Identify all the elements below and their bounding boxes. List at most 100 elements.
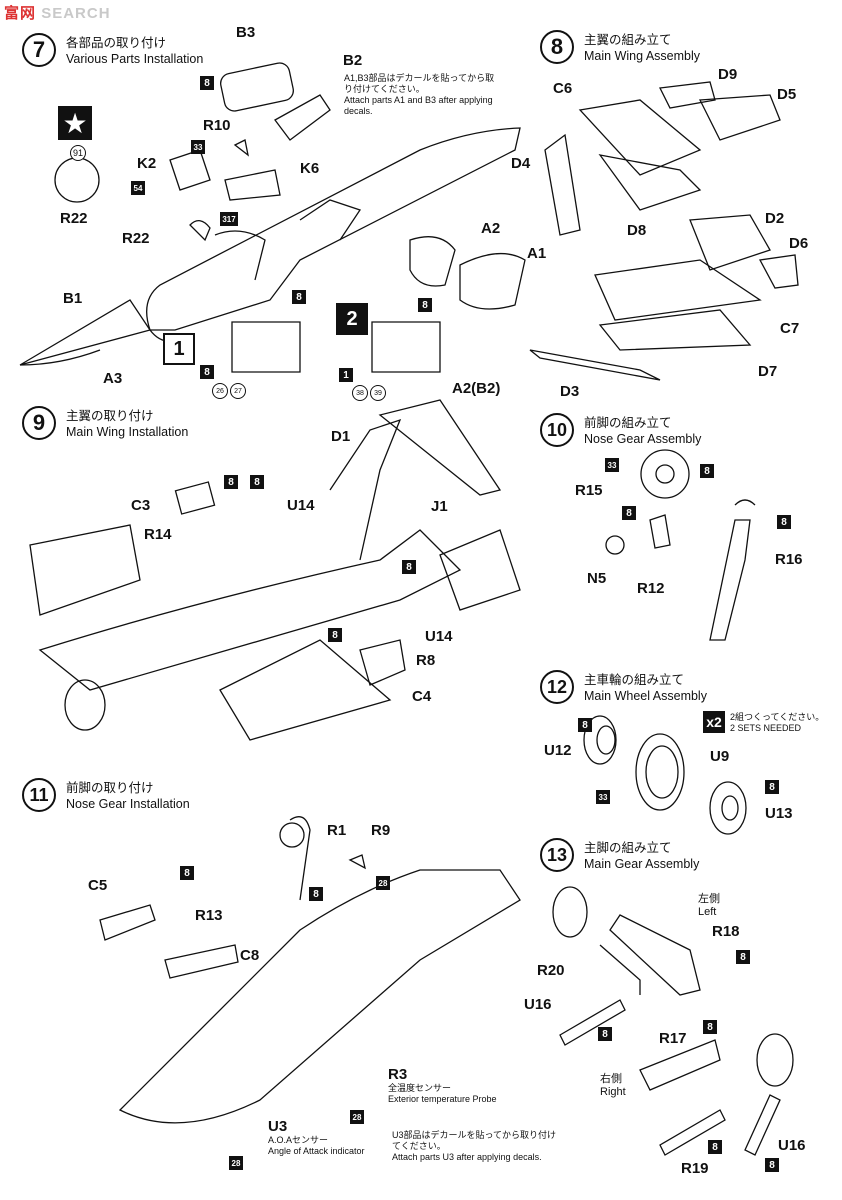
paint-code: 33	[605, 458, 619, 472]
part-label: C7	[780, 320, 800, 337]
part-label: A2(B2)	[452, 380, 501, 397]
part-label: U12	[544, 742, 572, 759]
part-label: A3	[103, 370, 123, 387]
paint-code: 8	[700, 464, 714, 478]
paint-code: 8	[777, 515, 791, 529]
paint-code: 8	[292, 290, 306, 304]
part-label: C4	[412, 688, 432, 705]
part-label: R3	[388, 1066, 408, 1083]
part-label: A2	[481, 220, 501, 237]
part-label: J1	[431, 498, 448, 515]
part-label: R12	[637, 580, 665, 597]
paint-code: 8	[765, 780, 779, 794]
part-label: R8	[416, 652, 436, 669]
paint-code: 8	[250, 475, 264, 489]
paint-code-circle: 91	[70, 145, 86, 161]
part-label: R22	[122, 230, 150, 247]
step-number: 12	[540, 670, 574, 704]
note-sets: 2組つくってください。2 SETS NEEDED	[730, 712, 825, 733]
step-number: 8	[540, 30, 574, 64]
part-label: D9	[718, 66, 738, 83]
paint-code: 1	[339, 368, 353, 382]
paint-code: 8	[598, 1027, 612, 1041]
part-label: B1	[63, 290, 83, 307]
watermark: 富网 SEARCH	[4, 5, 111, 22]
paint-code: 8	[708, 1140, 722, 1154]
paint-code-circle: 39	[370, 385, 386, 401]
part-label: R10	[203, 117, 231, 134]
part-label: U14	[425, 628, 453, 645]
part-label: R16	[775, 551, 803, 568]
part-label: K2	[137, 155, 157, 172]
part-label: B2	[343, 52, 363, 69]
step-number: 11	[22, 778, 56, 812]
paint-code: 8	[224, 475, 238, 489]
paint-code: 28	[350, 1110, 364, 1124]
step-number: 13	[540, 838, 574, 872]
part-label: N5	[587, 570, 607, 587]
part-label: R18	[712, 923, 740, 940]
paint-code: 8	[200, 365, 214, 379]
part-label: K6	[300, 160, 320, 177]
paint-code: 33	[191, 140, 205, 154]
paint-code: 8	[578, 718, 592, 732]
paint-code-circle: 27	[230, 383, 246, 399]
part-label: C6	[553, 80, 573, 97]
paint-code: 33	[596, 790, 610, 804]
part-label: D2	[765, 210, 785, 227]
step-number: 9	[22, 406, 56, 440]
note-u3: U3部品はデカールを貼ってから取り付けてください。Attach parts U3…	[392, 1130, 557, 1162]
step-number: 7	[22, 33, 56, 67]
option-1-badge: 1	[163, 333, 195, 365]
paint-code: 8	[402, 560, 416, 574]
part-label: B3	[236, 24, 256, 41]
part-label: R22	[60, 210, 88, 227]
part-label: U16	[524, 996, 552, 1013]
part-label: R13	[195, 907, 223, 924]
part-label: R15	[575, 482, 603, 499]
part-label: C3	[131, 497, 151, 514]
part-label: R19	[681, 1160, 709, 1177]
part-label: D1	[331, 428, 351, 445]
part-label: D3	[560, 383, 580, 400]
paint-code: 8	[418, 298, 432, 312]
paint-code: 8	[200, 76, 214, 90]
star-icon: ★	[58, 106, 92, 140]
part-label: D4	[511, 155, 531, 172]
part-label: R1	[327, 822, 347, 839]
paint-code: 8	[736, 950, 750, 964]
part-label: D5	[777, 86, 797, 103]
paint-code: 8	[703, 1020, 717, 1034]
paint-code: 8	[328, 628, 342, 642]
part-label: U14	[287, 497, 315, 514]
note-a1b3: A1,B3部品はデカールを貼ってから取り付けてください。Attach parts…	[344, 73, 495, 116]
paint-code: 8	[765, 1158, 779, 1172]
paint-code-circle: 26	[212, 383, 228, 399]
part-label: R14	[144, 526, 172, 543]
option-2-badge: 2	[336, 303, 368, 335]
part-label: C8	[240, 947, 260, 964]
part-label: U13	[765, 805, 793, 822]
part-label: U16	[778, 1137, 806, 1154]
paint-code: 54	[131, 181, 145, 195]
part-label: D8	[627, 222, 647, 239]
paint-code: 28	[376, 876, 390, 890]
paint-code: 317	[220, 212, 238, 226]
